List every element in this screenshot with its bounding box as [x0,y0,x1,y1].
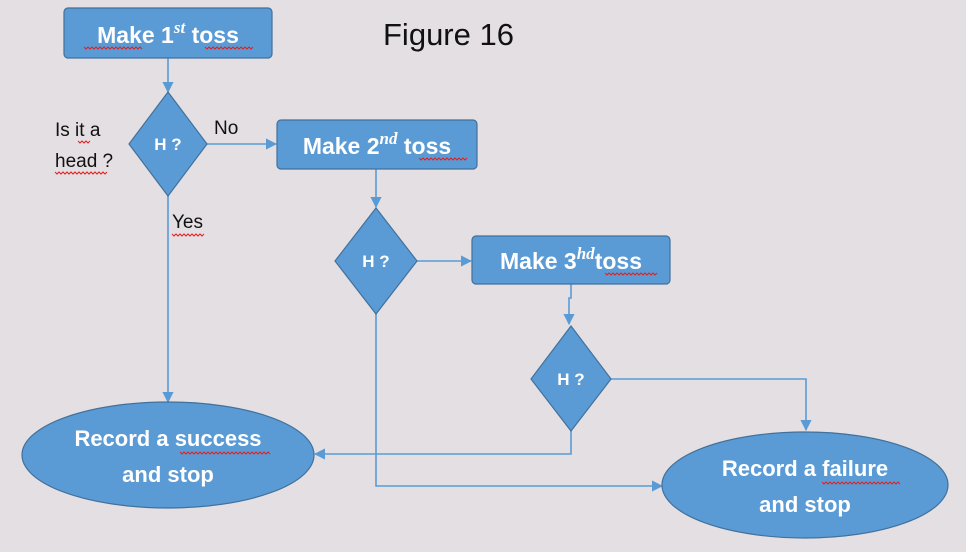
decision-2-label: H ? [362,252,389,271]
record-failure-line-1: Record a failure [722,456,888,481]
node-make-third-toss: Make 3hdtoss [471,235,671,285]
node-record-failure: Record a failure and stop [661,431,949,539]
node-decision-2: H ? [334,207,418,315]
record-failure-line-2: and stop [759,492,851,517]
make-third-toss-label: Make 3hdtoss [500,244,642,274]
node-decision-1: H ? [128,91,208,197]
decision-3-label: H ? [557,370,584,389]
figure-title: Figure 16 [383,17,514,52]
node-record-success: Record a success and stop [21,401,315,509]
connector-decision3-yes [313,430,572,460]
node-make-second-toss: Make 2nd toss [276,119,478,170]
spellcheck-underline [83,46,143,50]
connectors [162,58,812,492]
spellcheck-underline [54,171,108,175]
question-label-line-1: Is it a [55,120,101,141]
record-success-line-1: Record a success [74,426,261,451]
spellcheck-underline [171,233,205,237]
yes-branch-label: Yes [172,212,203,233]
record-success-line-2: and stop [122,462,214,487]
node-decision-3: H ? [530,325,612,432]
connector-decision3-no [609,378,812,432]
spellcheck-underline [179,451,271,455]
connector-decision2-yes [375,312,664,492]
make-second-toss-label: Make 2nd toss [303,129,451,159]
question-label-line-2: head ? [55,151,113,172]
decision-1-label: H ? [154,135,181,154]
connector-toss3-decision3 [563,284,575,326]
spellcheck-underline [821,481,901,485]
node-make-first-toss: Make 1st toss [63,7,273,59]
spellcheck-underline [77,140,91,144]
spellcheck-underline [604,272,658,276]
spellcheck-underline [204,46,254,50]
make-first-toss-label: Make 1st toss [97,18,239,48]
no-branch-label: No [214,118,238,139]
spellcheck-underline [418,157,468,161]
